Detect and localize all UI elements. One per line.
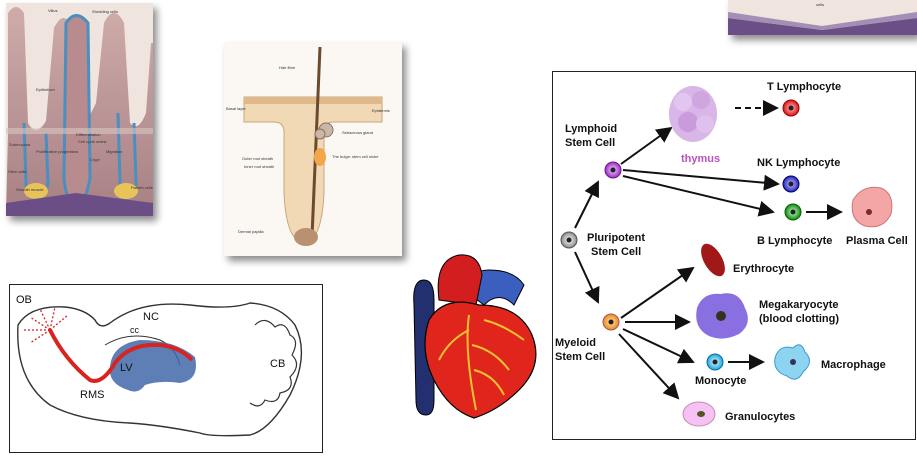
label-dermal-papilla: Dermal papilla (238, 229, 264, 234)
label-thymus: thymus (681, 153, 720, 165)
label-bulge: The bulge: stem cell niche (332, 154, 379, 159)
label-monocyte: Monocyte (695, 375, 746, 387)
label-epithelium: Epithelium (36, 87, 55, 92)
cropped-crypt-illustration: cells (728, 0, 917, 35)
label-submucosa: Submucosa (9, 142, 31, 147)
label-basal-layer: Basal layer (226, 106, 246, 111)
label-smooth-muscle: Smooth muscle (16, 187, 44, 192)
label-nc: NC (143, 311, 159, 323)
label-hair-fibre: Hair fibre (279, 65, 296, 70)
label-pluripotent-1: Pluripotent (587, 232, 645, 244)
label-plasma-cell: Plasma Cell (846, 235, 908, 247)
label-crypt: Crypt (90, 157, 100, 162)
label-paneth: Paneth cells (131, 185, 153, 190)
label-shedding-cells: Shedding cells (92, 9, 118, 14)
label-differentiation: Differentiation (76, 132, 101, 137)
erythrocyte-image (696, 240, 730, 280)
label-t-lymphocyte: T Lymphocyte (767, 81, 841, 93)
label-myeloid-2: Stem Cell (555, 351, 605, 363)
label-cb: CB (270, 358, 285, 370)
thymus-image (669, 86, 717, 142)
intestine-crypt-illustration: Villus Shedding cells Epithelium Submuco… (6, 3, 153, 216)
label-cells: cells (816, 2, 824, 7)
macrophage-image (775, 345, 810, 379)
granulocytes-image (683, 402, 715, 426)
label-epidermis: Epidermis (372, 108, 390, 113)
label-ob: OB (16, 294, 32, 306)
heart-illustration (404, 250, 544, 422)
label-lymphoid-2: Stem Cell (565, 137, 615, 149)
label-cc: cc (130, 325, 140, 335)
label-nk-lymphocyte: NK Lymphocyte (757, 157, 840, 169)
label-macrophage: Macrophage (821, 359, 886, 371)
brain-sagittal-diagram: OB NC cc LV RMS CB (9, 284, 323, 453)
label-b-lymphocyte: B Lymphocyte (757, 235, 832, 247)
label-erythrocyte: Erythrocyte (733, 263, 794, 275)
hair-follicle-illustration: Hair fibre Basal layer Epidermis Sebaceo… (224, 42, 402, 256)
label-megakaryocyte-1: Megakaryocyte (759, 299, 839, 311)
label-migration: Migration (106, 149, 122, 154)
label-myeloid-1: Myeloid (555, 337, 596, 349)
label-megakaryocyte-2: (blood clotting) (759, 313, 839, 325)
label-lymphoid-1: Lymphoid (565, 123, 617, 135)
label-stem-cells: Stem cells (8, 169, 26, 174)
label-progenitors: Proliferative progenitors (36, 149, 78, 154)
label-rms: RMS (80, 389, 104, 401)
plasma-cell-image (852, 187, 892, 227)
label-inner-root: Inner root sheath (244, 164, 274, 169)
label-lv: LV (120, 362, 133, 374)
label-cell-cycle-arrest: Cell cycle arrest (78, 139, 107, 144)
hematopoiesis-diagram: Pluripotent Stem Cell Lymphoid Stem Cell… (552, 71, 916, 440)
megakaryocyte-image (696, 293, 748, 338)
label-sebaceous: Sebaceous gland (342, 130, 373, 135)
label-villus: Villus (48, 8, 58, 13)
label-outer-root: Outer root sheath (242, 156, 273, 161)
label-pluripotent-2: Stem Cell (591, 246, 641, 258)
label-granulocytes: Granulocytes (725, 411, 795, 423)
